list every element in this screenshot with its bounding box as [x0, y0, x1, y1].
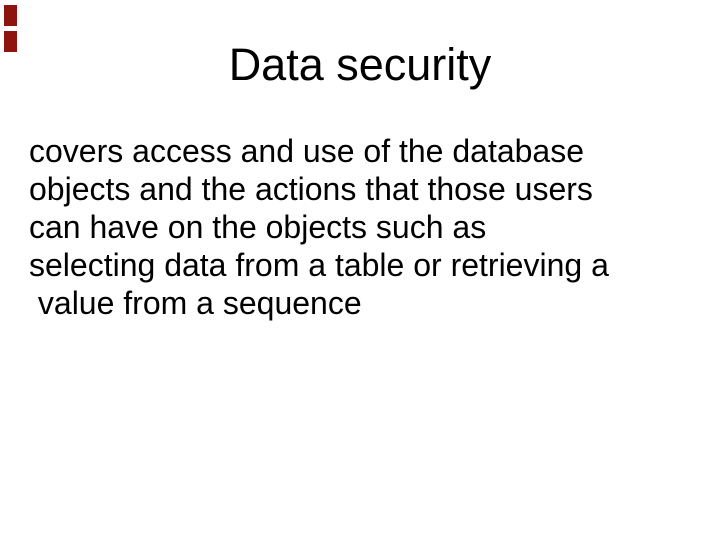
corner-accent-mark-top: [4, 5, 17, 26]
body-line: value from a sequence: [29, 285, 362, 321]
body-line: covers access and use of the database: [29, 133, 585, 169]
corner-accent-mark-bottom: [4, 31, 17, 52]
body-line: selecting data from a table or retrievin…: [29, 247, 609, 283]
page-title: Data security: [228, 39, 492, 90]
body-line: can have on the objects such as: [29, 209, 487, 245]
body-line: objects and the actions that those users: [29, 171, 593, 207]
body-text: covers access and use of the database ob…: [29, 132, 689, 322]
